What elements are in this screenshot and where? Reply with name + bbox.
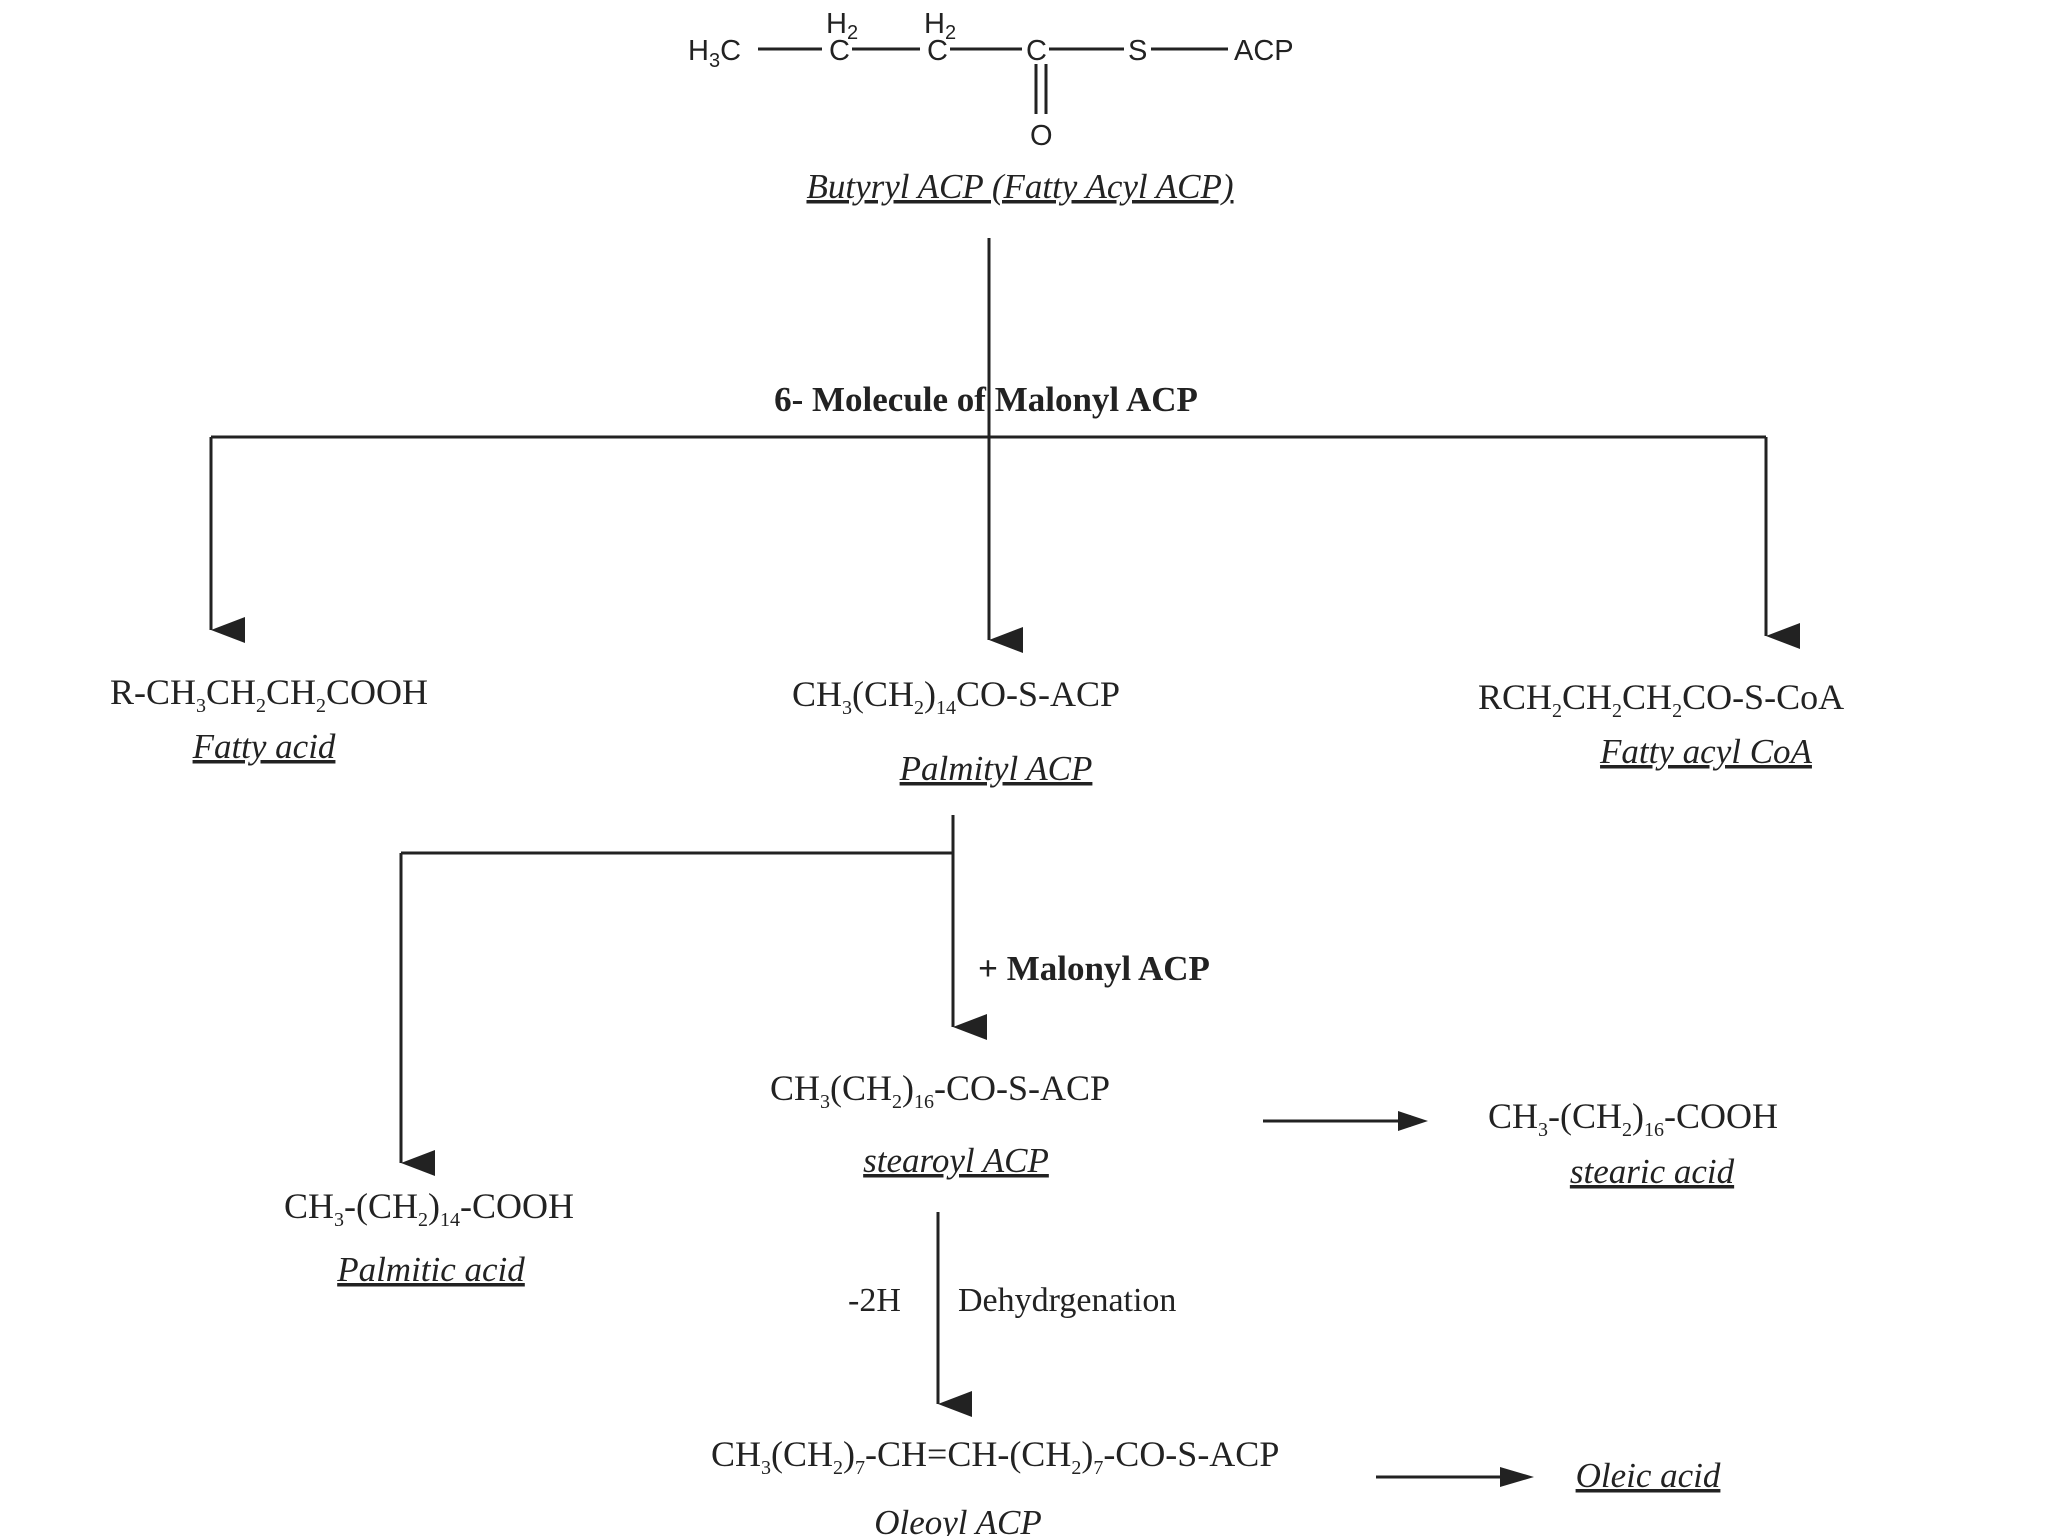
fatty-acyl-coa-formula: RCH2CH2CH2CO-S-CoA: [1478, 677, 1844, 722]
stearic-acid-name: stearic acid: [1570, 1152, 1735, 1191]
oxygen: O: [1030, 120, 1053, 152]
ch2-b-c: C: [927, 35, 948, 67]
stearic-acid-formula: CH3-(CH2)16-COOH: [1488, 1096, 1778, 1141]
malonyl-label: 6- Molecule of Malonyl ACP: [774, 380, 1198, 419]
palmityl-acp-name: Palmityl ACP: [899, 749, 1093, 788]
plus-malonyl-label: + Malonyl ACP: [978, 949, 1210, 988]
palmitic-acid-formula: CH3-(CH2)14-COOH: [284, 1186, 574, 1231]
butyryl-acp-name: Butyryl ACP (Fatty Acyl ACP): [806, 167, 1233, 206]
arrowhead-stearic: [1398, 1111, 1428, 1131]
acp-label: ACP: [1234, 35, 1294, 67]
fatty-acid-product: R-CH3CH2CH2COOH Fatty acid: [110, 672, 428, 766]
fatty-acid-name: Fatty acid: [192, 727, 336, 766]
oleoyl-acp-name: Oleoyl ACP: [874, 1503, 1042, 1536]
stearic-acid-product: CH3-(CH2)16-COOH stearic acid: [1488, 1096, 1778, 1191]
stearoyl-acp-product: CH3(CH2)16-CO-S-ACP stearoyl ACP: [770, 1068, 1110, 1180]
palmityl-acp-product: CH3(CH2)14CO-S-ACP Palmityl ACP: [792, 674, 1120, 788]
stearoyl-acp-name: stearoyl ACP: [863, 1141, 1049, 1180]
arrowhead-oleic: [1500, 1467, 1534, 1487]
ch2-a-h: H2: [826, 8, 858, 44]
dehydrogenation-label: Dehydrgenation: [958, 1282, 1176, 1319]
palmitic-acid-name: Palmitic acid: [336, 1250, 525, 1289]
ch2-a-c: C: [829, 35, 850, 67]
oleoyl-acp-product: CH3(CH2)7-CH=CH-(CH2)7-CO-S-ACP Oleoyl A…: [711, 1434, 1279, 1536]
minus-2h-label: -2H: [848, 1282, 901, 1319]
oleic-acid-name: Oleic acid: [1576, 1456, 1721, 1495]
fatty-acyl-coa-product: RCH2CH2CH2CO-S-CoA Fatty acyl CoA: [1478, 677, 1844, 771]
sulfur: S: [1128, 35, 1147, 67]
butyryl-acp-structure: H3C H2 C H2 C C O S ACP: [688, 8, 1294, 152]
stearoyl-acp-formula: CH3(CH2)16-CO-S-ACP: [770, 1068, 1110, 1113]
carbonyl-c: C: [1026, 35, 1047, 67]
fatty-acyl-coa-name: Fatty acyl CoA: [1599, 732, 1813, 771]
fatty-acid-formula: R-CH3CH2CH2COOH: [110, 672, 428, 717]
palmityl-acp-formula: CH3(CH2)14CO-S-ACP: [792, 674, 1120, 719]
palmitic-acid-product: CH3-(CH2)14-COOH Palmitic acid: [284, 1186, 574, 1289]
ch2-b-h: H2: [924, 8, 956, 44]
h3c-group: H3C: [688, 35, 741, 72]
oleoyl-acp-formula: CH3(CH2)7-CH=CH-(CH2)7-CO-S-ACP: [711, 1434, 1279, 1479]
